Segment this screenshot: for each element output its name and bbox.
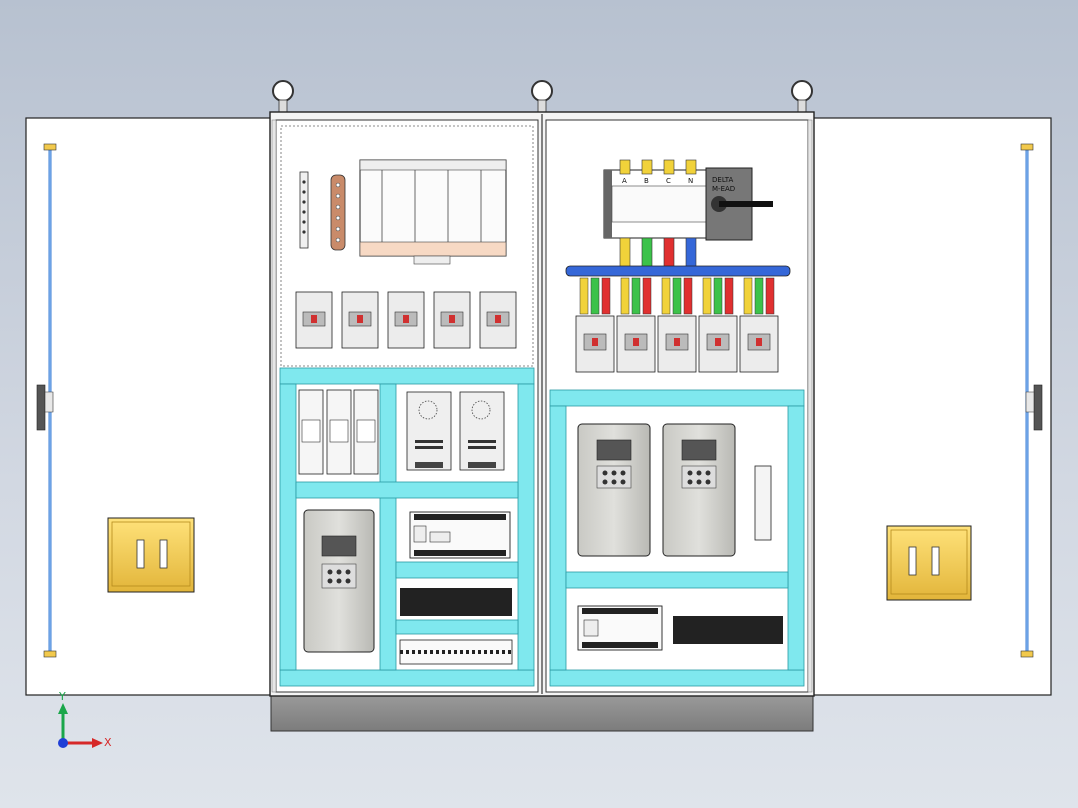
circuit-breaker-icon[interactable]: [387, 291, 425, 349]
fuse-holders: [298, 389, 379, 475]
switch-label: M-EAD: [712, 185, 735, 193]
left-mounting-rails: [279, 367, 535, 687]
power-supplies: [406, 391, 505, 471]
door-handle-icon[interactable]: [107, 517, 195, 593]
circuit-breaker-icon[interactable]: [433, 291, 471, 349]
circuit-breaker-icon[interactable]: [657, 315, 697, 373]
circuit-breaker-icon[interactable]: [616, 315, 656, 373]
left-section: [279, 125, 535, 687]
left-door: [25, 117, 273, 696]
phase-label-a: A: [622, 177, 627, 185]
right-door: [809, 117, 1052, 696]
mcb-row: [295, 291, 517, 349]
busbar-terminals: A B C N: [619, 159, 697, 185]
door-handle-icon[interactable]: [886, 525, 972, 601]
terminal-strip: [299, 171, 309, 249]
feeder-busbars: [579, 277, 775, 315]
phase-label-c: C: [666, 177, 671, 185]
axis-label-x: X: [104, 736, 112, 749]
relay-module: [754, 465, 772, 541]
axis-label-y: Y: [58, 690, 66, 703]
changeover-switch[interactable]: DELTA M-EAD: [603, 167, 773, 241]
vfd-drive-icon[interactable]: [662, 423, 736, 557]
feeder-breakers: [575, 315, 779, 373]
eyebolt-icon: [272, 80, 294, 113]
vfd-drive-icon[interactable]: [577, 423, 651, 557]
terminal-block-icon: [673, 616, 783, 644]
phase-busbars: [565, 237, 791, 277]
circuit-breaker-icon[interactable]: [575, 315, 615, 373]
axis-triad-icon: Y X: [58, 690, 112, 749]
switch-label: DELTA: [712, 176, 733, 184]
phase-label-b: B: [644, 177, 649, 185]
eyebolt-icon: [791, 80, 813, 113]
circuit-breaker-icon[interactable]: [698, 315, 738, 373]
plc-module-icon[interactable]: [577, 605, 663, 651]
main-breaker: [359, 159, 507, 265]
terminal-block-icon: [399, 588, 513, 665]
circuit-breaker-icon[interactable]: [295, 291, 333, 349]
right-section: DELTA M-EAD A B C N: [549, 159, 805, 687]
circuit-breaker-icon[interactable]: [479, 291, 517, 349]
plc-module-icon[interactable]: [409, 511, 511, 559]
right-mounting-rails: [549, 389, 805, 687]
ground-bar: [330, 174, 346, 251]
vfd-drive-icon[interactable]: [303, 509, 375, 653]
circuit-breaker-icon[interactable]: [739, 315, 779, 373]
circuit-breaker-icon[interactable]: [341, 291, 379, 349]
base-plinth: [270, 694, 814, 732]
phase-label-n: N: [688, 177, 693, 185]
eyebolt-icon: [531, 80, 553, 113]
